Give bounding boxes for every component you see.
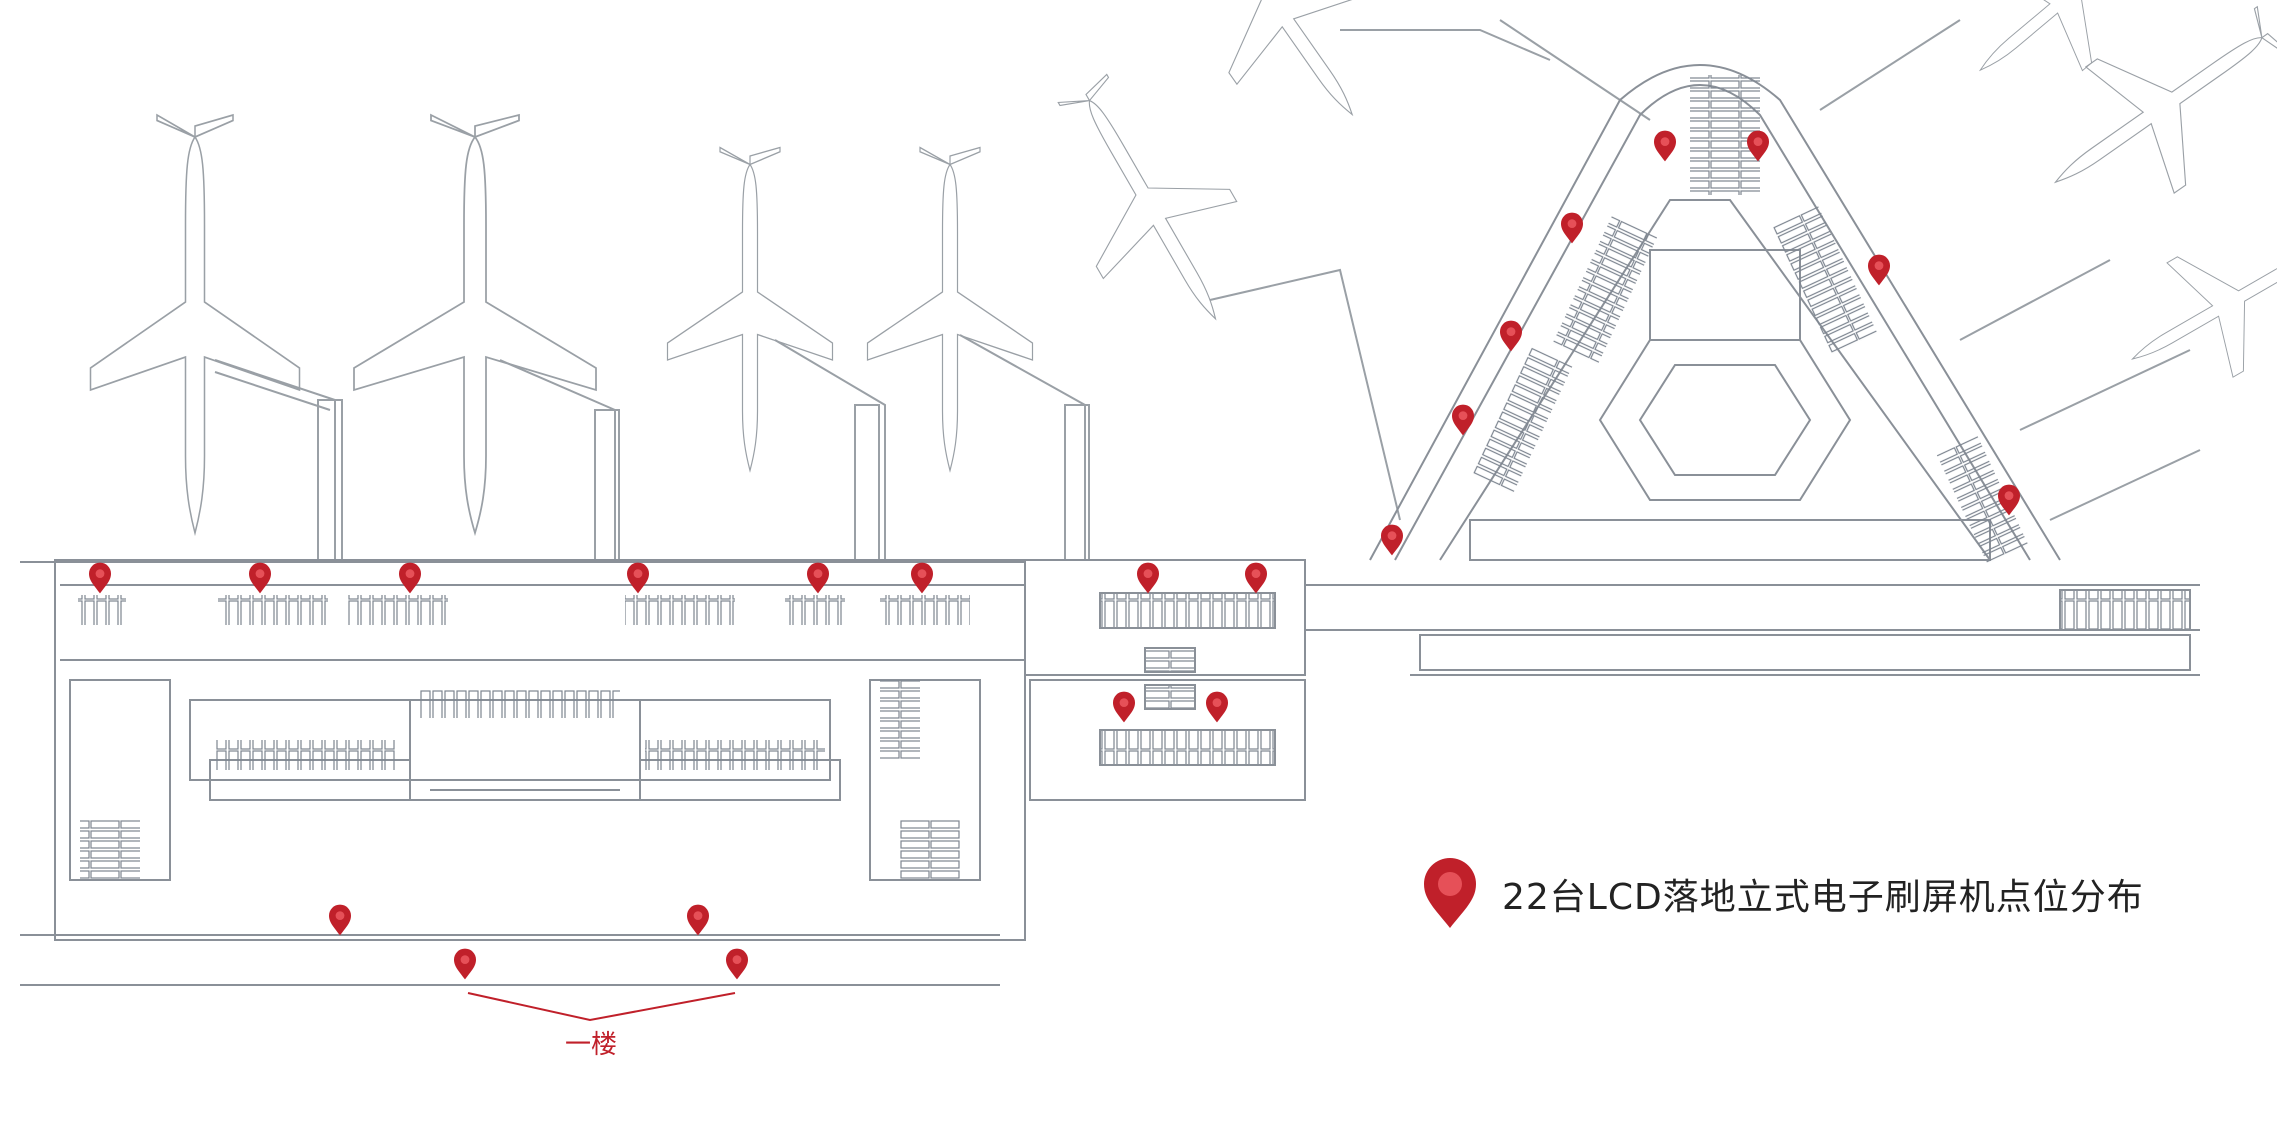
aircraft xyxy=(353,114,597,534)
aircraft xyxy=(866,146,1034,472)
lcd-marker xyxy=(329,904,351,936)
lcd-marker xyxy=(687,904,709,936)
lcd-marker xyxy=(454,948,476,980)
marker-icon xyxy=(1424,858,1476,928)
aircraft xyxy=(2098,187,2277,417)
gate-seating xyxy=(78,595,970,625)
lcd-marker xyxy=(89,562,111,594)
aircraft xyxy=(1015,49,1283,358)
lcd-marker xyxy=(399,562,421,594)
lcd-marker xyxy=(1452,404,1474,436)
counters xyxy=(80,680,960,880)
floor-leader-lines xyxy=(467,992,736,1022)
aircraft xyxy=(89,114,301,534)
aircraft xyxy=(1135,0,1416,160)
lcd-marker xyxy=(1113,691,1135,723)
lcd-marker xyxy=(911,562,933,594)
lcd-marker xyxy=(1561,212,1583,244)
right-concourse xyxy=(1305,584,2200,676)
lcd-marker xyxy=(249,562,271,594)
main-terminal xyxy=(20,559,1026,986)
aircraft xyxy=(2010,0,2277,246)
lcd-marker xyxy=(627,562,649,594)
lcd-marker xyxy=(1868,254,1890,286)
link-building xyxy=(1024,559,1306,801)
lcd-marker xyxy=(1137,562,1159,594)
lcd-marker xyxy=(1206,691,1228,723)
lcd-marker xyxy=(1245,562,1267,594)
legend-text: 22台LCD落地立式电子刷屏机点位分布 xyxy=(1502,877,2144,918)
lcd-marker xyxy=(726,948,748,980)
aircraft xyxy=(1937,0,2198,122)
marker-group xyxy=(89,130,2020,980)
jet-bridges xyxy=(214,19,2201,561)
satellite-seating xyxy=(1472,75,2029,564)
lcd-marker xyxy=(1654,130,1676,162)
lcd-marker xyxy=(807,562,829,594)
legend: 22台LCD落地立式电子刷屏机点位分布 xyxy=(1420,858,2144,930)
aircraft xyxy=(666,146,834,472)
floor-label: 一楼 xyxy=(565,1030,618,1060)
lcd-marker xyxy=(1500,320,1522,352)
